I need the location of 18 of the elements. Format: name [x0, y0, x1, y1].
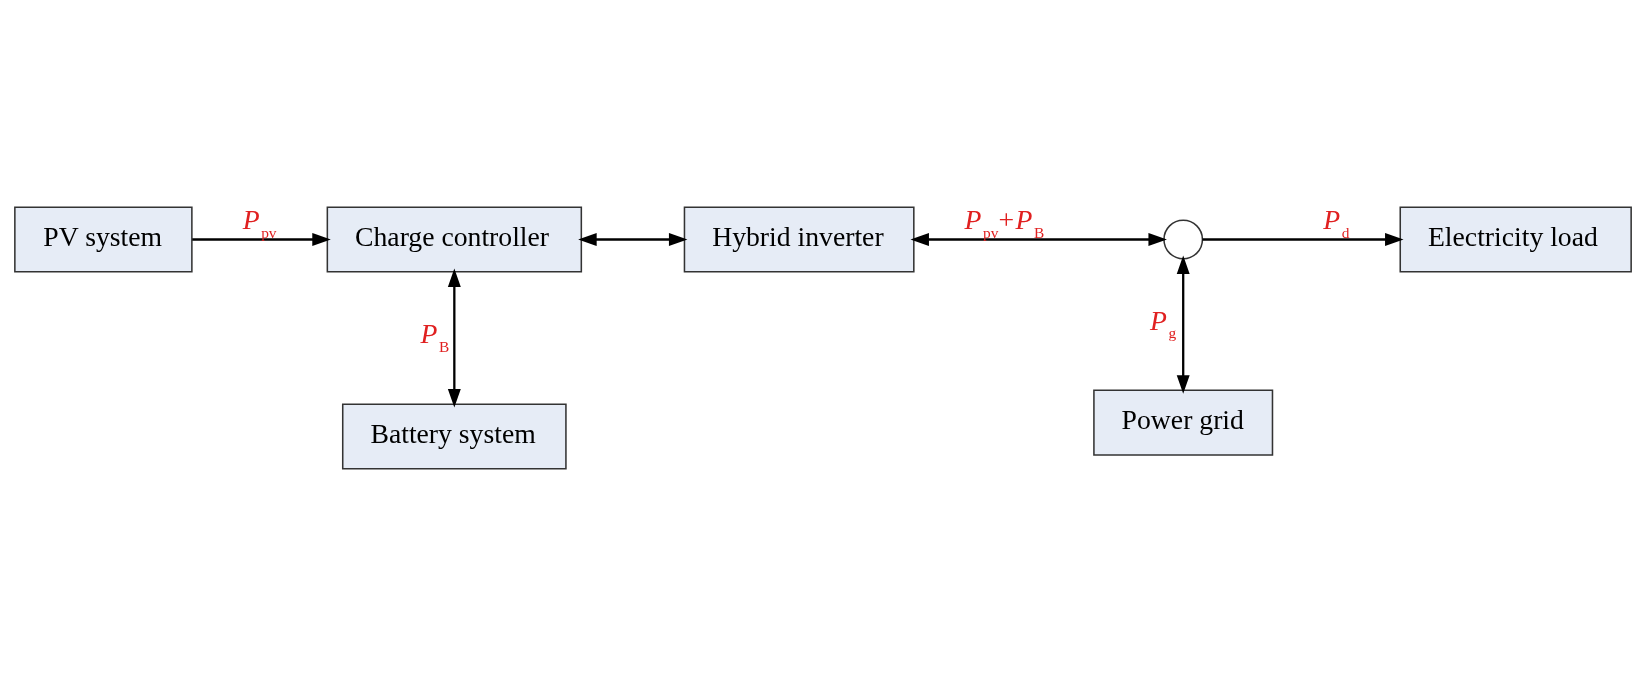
arrow [1202, 233, 1404, 246]
node-box: Power grid [1093, 389, 1274, 456]
arrow [192, 233, 331, 246]
edge-label: P$_{g}$ [1150, 304, 1177, 342]
arrow [1176, 255, 1190, 394]
arrow [910, 233, 1167, 246]
arrow [447, 268, 461, 408]
node-box: Electricity load [1399, 206, 1632, 273]
edge-label: P$_{pv}$ [242, 204, 277, 241]
arrow [578, 233, 688, 246]
edge-label: P$_{B}$ [420, 318, 450, 355]
edge-label: P$_{pv}$+P$_{B}$ [964, 204, 1045, 241]
node-box: Hybrid inverter [683, 206, 915, 273]
node-box: Battery system [341, 403, 567, 470]
node-box: PV system [14, 206, 193, 273]
node-circle [1163, 219, 1204, 260]
edge-label: P$_{d}$ [1323, 204, 1350, 241]
node-box: Charge controller [326, 206, 583, 273]
